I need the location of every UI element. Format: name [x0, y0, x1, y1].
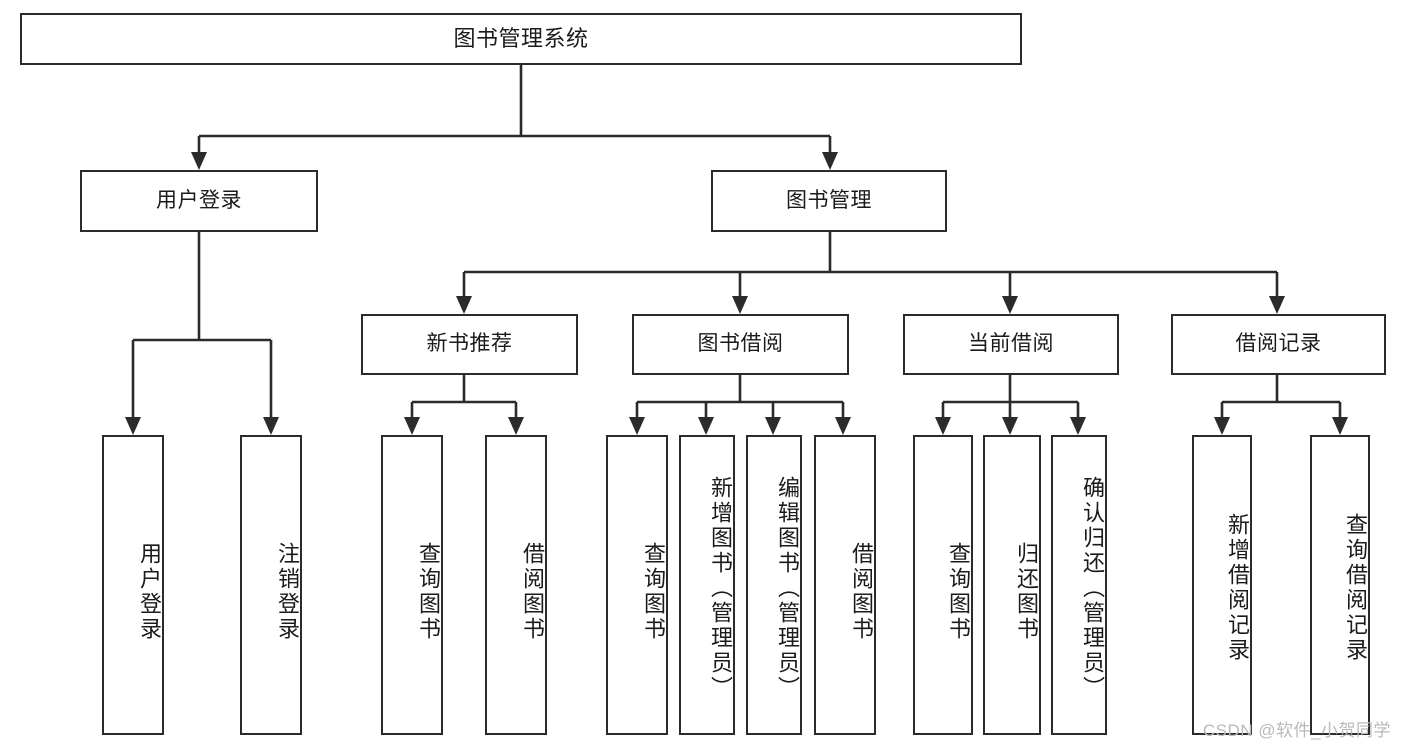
node-label: 新增图书（管理员） — [708, 475, 733, 701]
leaf-borrow-borrow-book[interactable]: 借阅图书 — [814, 435, 876, 735]
node-label: 用户登录 — [137, 542, 162, 642]
node-label: 编辑图书（管理员） — [775, 475, 800, 701]
node-user-login[interactable]: 用户登录 — [80, 170, 318, 232]
node-borrow-records[interactable]: 借阅记录 — [1171, 314, 1386, 375]
node-label: 查询图书 — [641, 542, 666, 642]
node-label: 用户登录 — [156, 188, 242, 212]
leaf-new-book-query[interactable]: 查询图书 — [381, 435, 443, 735]
node-label: 图书管理 — [786, 188, 872, 212]
node-label: 确认归还（管理员） — [1080, 475, 1105, 701]
leaf-current-confirm-return-admin[interactable]: 确认归还（管理员） — [1051, 435, 1107, 735]
leaf-borrow-edit-book-admin[interactable]: 编辑图书（管理员） — [746, 435, 802, 735]
node-label: 当前借阅 — [968, 332, 1054, 356]
leaf-user-login-signin[interactable]: 用户登录 — [102, 435, 164, 735]
leaf-new-book-borrow[interactable]: 借阅图书 — [485, 435, 547, 735]
node-book-borrowing[interactable]: 图书借阅 — [632, 314, 849, 375]
node-root-library-system[interactable]: 图书管理系统 — [20, 13, 1022, 65]
node-label: 归还图书 — [1014, 542, 1039, 642]
leaf-borrow-add-book-admin[interactable]: 新增图书（管理员） — [679, 435, 735, 735]
node-label: 新增借阅记录 — [1225, 513, 1250, 663]
node-label: 查询图书 — [946, 542, 971, 642]
node-label: 图书借阅 — [697, 332, 784, 356]
leaf-record-add-record[interactable]: 新增借阅记录 — [1192, 435, 1252, 735]
node-book-management[interactable]: 图书管理 — [711, 170, 947, 232]
node-label: 借阅图书 — [849, 542, 874, 642]
node-label: 新书推荐 — [426, 332, 513, 356]
node-label: 注销登录 — [275, 542, 300, 642]
node-new-book-recommendation[interactable]: 新书推荐 — [361, 314, 578, 375]
leaf-borrow-query-book[interactable]: 查询图书 — [606, 435, 668, 735]
node-label: 借阅记录 — [1235, 332, 1322, 356]
node-label: 借阅图书 — [520, 542, 545, 642]
node-label: 图书管理系统 — [453, 26, 589, 52]
csdn-watermark: CSDN @软件_小贺同学 — [1202, 721, 1391, 740]
leaf-current-return-book[interactable]: 归还图书 — [983, 435, 1041, 735]
node-label: 查询图书 — [416, 542, 441, 642]
leaf-record-query-record[interactable]: 查询借阅记录 — [1310, 435, 1370, 735]
node-label: 查询借阅记录 — [1343, 513, 1368, 663]
leaf-user-login-signout[interactable]: 注销登录 — [240, 435, 302, 735]
leaf-current-query-book[interactable]: 查询图书 — [913, 435, 973, 735]
node-current-borrowing[interactable]: 当前借阅 — [903, 314, 1119, 375]
